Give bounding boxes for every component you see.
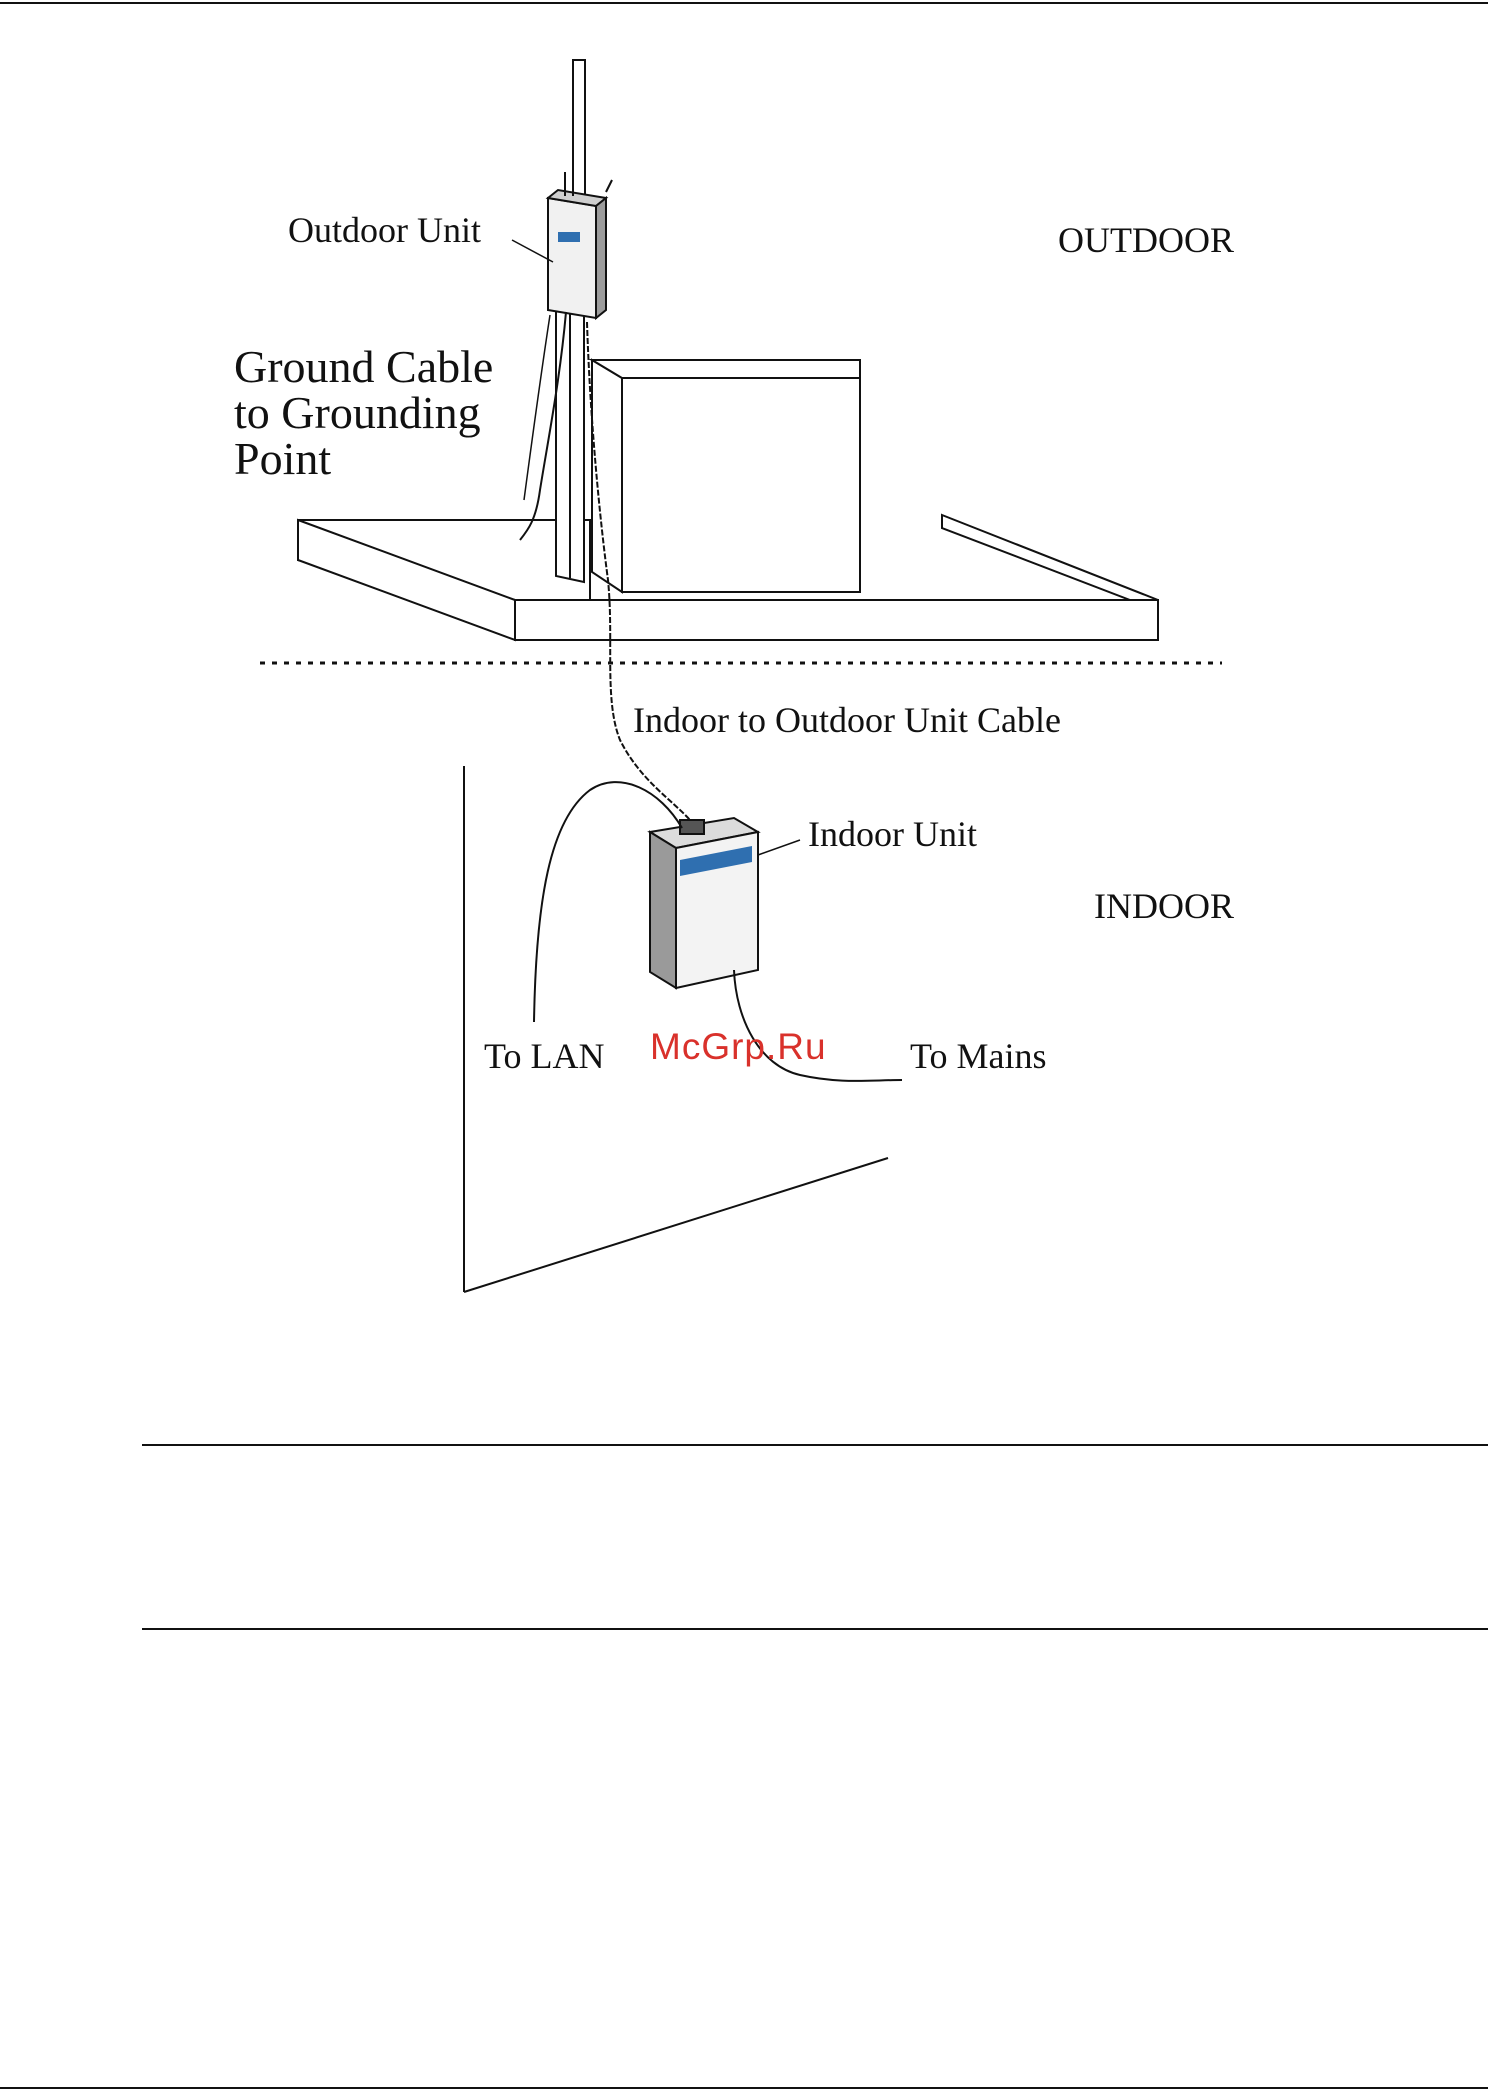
ground-cable-label-line1: Ground Cable: [234, 344, 493, 390]
ground-cable-label-line2: to Grounding: [234, 390, 481, 436]
indoor-outdoor-cable-label: Indoor to Outdoor Unit Cable: [633, 702, 1061, 738]
rooftop-box: [592, 360, 860, 592]
section-rule-upper: [142, 1444, 1488, 1446]
outdoor-unit-label: Outdoor Unit: [288, 212, 481, 248]
ground-cable-label-line3: Point: [234, 436, 331, 482]
to-mains-label: To Mains: [910, 1038, 1046, 1074]
to-lan-label: To LAN: [484, 1038, 604, 1074]
watermark: McGrp.Ru: [650, 1026, 827, 1068]
indoor-unit-leader: [758, 840, 800, 855]
section-rule-lower: [142, 1628, 1488, 1630]
outdoor-zone-label: OUTDOOR: [1058, 222, 1234, 258]
mast: [556, 60, 585, 582]
outdoor-unit-leader: [512, 240, 553, 262]
bottom-rule: [0, 2087, 1488, 2089]
indoor-zone-label: INDOOR: [1094, 888, 1234, 924]
installation-diagram: [0, 0, 1488, 1320]
indoor-unit-device: [650, 818, 758, 988]
indoor-unit-label: Indoor Unit: [808, 816, 977, 852]
